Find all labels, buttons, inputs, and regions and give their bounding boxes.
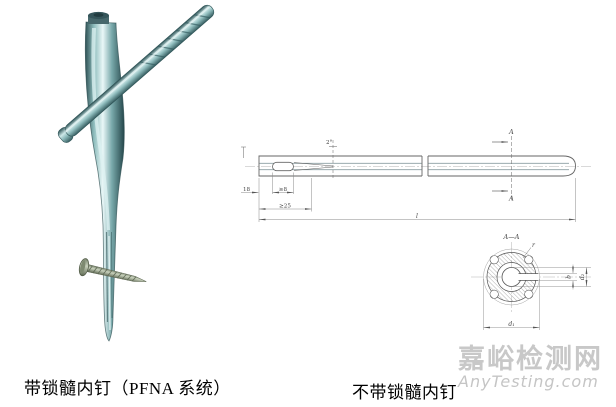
side-view — [241, 140, 592, 178]
pfna-nail-photo — [57, 4, 215, 342]
section-label-bottom: A — [508, 195, 514, 203]
dim-label-slot-width: b — [566, 275, 573, 279]
caption-left-figure: 带锁髓内钉（PFNA 系统） — [24, 379, 231, 398]
side-view-dimensions — [241, 172, 576, 222]
main-nail — [84, 11, 125, 342]
cross-section-dimensions — [483, 264, 591, 330]
cross-section-view — [471, 242, 592, 312]
caption-right-figure: 不带锁髓内钉 — [352, 383, 457, 402]
dim-label-slot-region: ≥25 — [279, 203, 291, 209]
dim-label-inner-diameter: d₂ — [579, 273, 586, 280]
dim-label-length: l — [416, 213, 418, 220]
dim-label-outer-diameter: d₁ — [508, 321, 514, 328]
proximal-cap — [88, 11, 109, 24]
dim-label-slot-length: ≥8 — [279, 187, 288, 193]
dim-label-taper-angle: 2° — [326, 140, 333, 146]
helical-blade — [57, 4, 215, 143]
section-markers — [492, 136, 512, 200]
watermark-title: 嘉峪检测网 — [458, 344, 603, 375]
nail-slot — [272, 161, 294, 172]
leader-label: r — [532, 242, 536, 249]
section-title: A—A — [503, 233, 520, 241]
dim-label-18: 18 — [243, 187, 251, 193]
technical-drawing: 18 ≥8 ≥25 2° l A A — [241, 128, 592, 330]
locking-screw — [78, 258, 147, 282]
watermark: 嘉峪检测网 AnyTesting.com — [458, 344, 603, 392]
watermark-subtitle: AnyTesting.com — [458, 372, 599, 392]
section-label-top: A — [508, 128, 514, 136]
